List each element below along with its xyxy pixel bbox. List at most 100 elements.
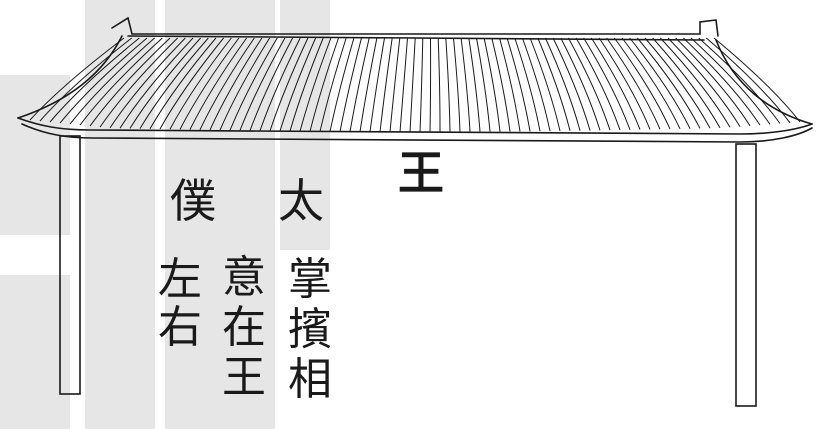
roof-tile-stroke [359, 37, 378, 132]
roof-tile-stroke [149, 37, 217, 130]
roof-tile-stroke [99, 37, 178, 128]
roof-tile-stroke [269, 37, 309, 132]
roof-tile-stroke [419, 37, 424, 133]
column-3-char-2: 右 [158, 302, 202, 353]
roof-tile-stroke [239, 37, 286, 131]
roof-tile-stroke [229, 37, 278, 131]
roof-tile-stroke [319, 37, 347, 132]
column-1-char-2: 擯 [288, 304, 332, 355]
column-2-char-2: 在 [222, 302, 266, 353]
column-3-char-1: 左 [158, 254, 202, 305]
column-1-char-3: 相 [288, 354, 332, 405]
roof-tile-stroke [506, 37, 531, 132]
roof-tile-stroke [598, 37, 651, 130]
roof-tile-stroke [289, 37, 324, 132]
roof-tile-stroke [453, 37, 461, 132]
text-column-3: 左 右 [158, 258, 202, 350]
roof-tile-stroke [189, 37, 248, 130]
roof-tile-stroke [514, 37, 541, 132]
roof-tile-stroke [652, 37, 721, 129]
column-1-char-1: 掌 [288, 254, 332, 305]
column-2-char-3: 王 [222, 352, 266, 403]
roof-tile-stroke [69, 37, 155, 125]
roof-tile-stroke [159, 37, 224, 130]
roof-tile-stroke [329, 37, 355, 132]
roof-tile-stroke [169, 37, 232, 130]
roof-tile-stroke [279, 37, 317, 132]
roof-tile-stroke [445, 37, 451, 132]
roof-tile-stroke [460, 37, 471, 132]
roof-tile-stroke [89, 37, 171, 127]
roof-tile-stroke [179, 37, 240, 130]
roof-tile-stroke [119, 37, 194, 129]
roof-tile-stroke [476, 37, 491, 132]
roof-tile-stroke [379, 37, 393, 132]
roof-tile-stroke [499, 37, 521, 132]
roof-tile-stroke [660, 37, 731, 128]
caption-row: 僕 太 [170, 178, 324, 224]
roof-tile-stroke [544, 37, 581, 131]
watermark-block-left-lower [0, 275, 70, 429]
watermark-block-right [165, 0, 275, 429]
roof-tile-stroke [219, 37, 271, 131]
roof-tile-stroke [629, 37, 691, 129]
roof-tile-stroke [644, 37, 711, 129]
caption-char-2: 太 [278, 174, 324, 228]
roof-tile-stroke [129, 37, 201, 129]
roof-tile-stroke [521, 37, 551, 132]
roof-tile-stroke [29, 37, 125, 121]
roof-tile-stroke [79, 37, 163, 126]
roof-tile-stroke [399, 37, 408, 133]
roof-tile-stroke [529, 37, 561, 132]
roof-tile-stroke [389, 37, 401, 133]
roof-tile-stroke [39, 37, 133, 122]
roof-tile-stroke [409, 37, 416, 133]
right-pillar [735, 143, 757, 407]
roof-tile-stroke [209, 37, 263, 131]
left-pillar [59, 135, 81, 395]
roof-tile-stroke [698, 37, 781, 124]
roof-tile-stroke [567, 37, 611, 131]
roof-tile-stroke [537, 37, 571, 131]
roof-tile-stroke [249, 37, 294, 131]
roof-tile-stroke [675, 37, 751, 127]
roof-tile-stroke [468, 37, 481, 132]
roof-tile-stroke [705, 37, 791, 124]
roof-tile-stroke [583, 37, 631, 130]
roof-tile-stroke [713, 37, 801, 123]
roof-tile-stroke [590, 37, 641, 130]
roof-tile-stroke [339, 37, 362, 132]
roof-tile-stroke [552, 37, 591, 131]
roof-tile-stroke [349, 37, 370, 132]
roof-tile-stroke [139, 37, 209, 129]
text-column-2: 意 在 王 [222, 256, 266, 400]
title-label: 王 [398, 146, 444, 200]
roof-tile-stroke [259, 37, 301, 131]
roof-tile-stroke [369, 37, 385, 132]
caption-char-1: 僕 [170, 174, 216, 228]
roof-tile-stroke [109, 37, 186, 129]
roof-tile-stroke [575, 37, 621, 131]
roof-tile-stroke [299, 37, 332, 132]
roof-tile-stroke [491, 37, 511, 132]
roof-tile-stroke [429, 37, 432, 133]
roof-tile-stroke [606, 37, 661, 130]
roof-tiles [29, 37, 801, 133]
roof-tile-stroke [667, 37, 741, 127]
roof-tile-stroke [613, 37, 671, 130]
roof-tile-stroke [483, 37, 501, 132]
roof-tile-stroke [49, 37, 140, 123]
roof-tile-stroke [621, 37, 681, 130]
roof-tile-stroke [199, 37, 255, 131]
roof-tile-stroke [690, 37, 771, 125]
roof-tile-stroke [59, 37, 148, 124]
column-2-char-1: 意 [222, 252, 266, 303]
roof-tile-stroke [437, 37, 441, 133]
roof-tile-stroke [309, 37, 339, 132]
text-column-1: 掌 擯 相 [288, 258, 332, 402]
roof-tile-stroke [560, 37, 601, 131]
roof-tile-stroke [683, 37, 761, 126]
roof-tile-stroke [637, 37, 701, 129]
